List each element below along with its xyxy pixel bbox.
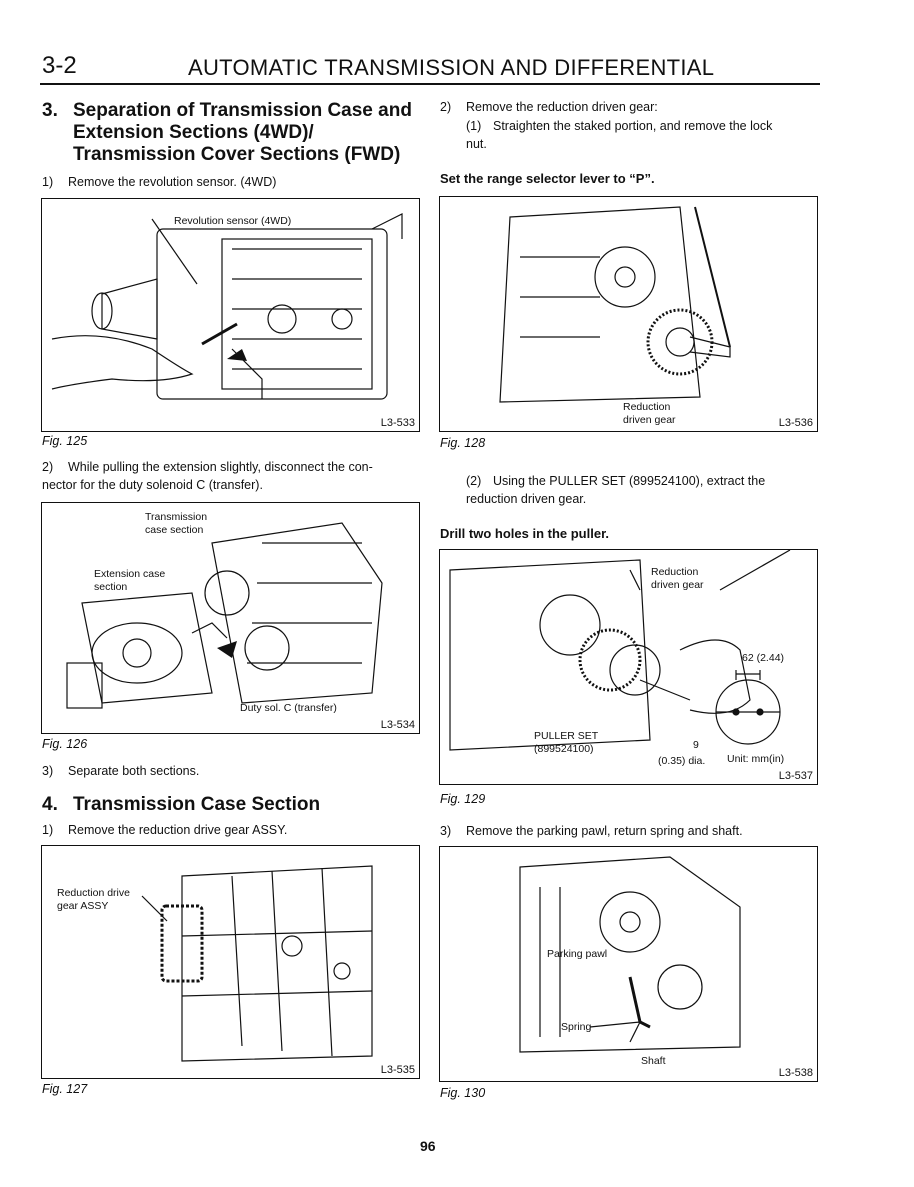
label-reduction-driven-129-line2: driven gear: [651, 579, 704, 591]
label-reduction-drive-line2: gear ASSY: [57, 900, 109, 912]
page-title: AUTOMATIC TRANSMISSION AND DIFFERENTIAL: [188, 55, 715, 80]
label-spring: Spring: [561, 1021, 592, 1033]
label-reduction-drive-line1: Reduction drive: [57, 887, 130, 899]
step-2-number: 2): [42, 460, 54, 474]
step-2-text-line1: While pulling the extension slightly, di…: [68, 460, 373, 474]
figure-128-caption: Fig. 128: [440, 436, 486, 450]
step-4-1-text: Remove the reduction drive gear ASSY.: [68, 823, 288, 837]
section-3-title-line1: Separation of Transmission Case and: [73, 100, 412, 121]
figure-127-caption: Fig. 127: [42, 1082, 88, 1096]
figure-126: Transmission case section Extension case…: [41, 502, 420, 734]
step-4-1-number: 1): [42, 823, 54, 837]
label-dimension-62: 62 (2.44): [742, 652, 785, 664]
label-duty-sol: Duty sol. C (transfer): [240, 702, 337, 714]
figure-127-illustration: [141, 865, 373, 1062]
figure-127-code: L3-535: [380, 1064, 415, 1076]
figure-130: Parking pawl Spring Shaft L3-538: [439, 846, 818, 1082]
figure-128-code: L3-536: [778, 417, 813, 429]
note-range-selector: Set the range selector lever to “P”.: [440, 171, 655, 186]
figure-126-code: L3-534: [380, 719, 415, 731]
figure-128: Reduction driven gear L3-536: [439, 196, 818, 432]
label-puller-set-line1: PULLER SET: [534, 730, 599, 742]
label-reduction-driven-line1: Reduction: [623, 401, 671, 413]
step-1-number: 1): [42, 175, 54, 189]
label-transmission-line1: Transmission: [145, 511, 208, 523]
figure-125-caption: Fig. 125: [42, 434, 88, 448]
note-drill-holes: Drill two holes in the puller.: [440, 526, 610, 541]
right-step-2-text: Remove the reduction driven gear:: [466, 100, 658, 114]
sub-1-text-line1: Straighten the staked portion, and remov…: [493, 119, 773, 133]
step-1-text: Remove the revolution sensor. (4WD): [68, 175, 277, 189]
label-transmission-line2: case section: [145, 524, 204, 536]
sub-1-number: (1): [466, 119, 482, 133]
label-reduction-driven-129-line1: Reduction: [651, 566, 699, 578]
step-2-text-line2: nector for the duty solenoid C (transfer…: [42, 478, 263, 492]
label-extension-line1: Extension case: [94, 568, 166, 580]
label-extension-line2: section: [94, 581, 128, 593]
label-hole-dia: (0.35) dia.: [658, 755, 706, 767]
page-number: 96: [420, 1138, 436, 1154]
figure-129: Reduction driven gear 62 (2.44) PULLER S…: [439, 549, 818, 785]
figure-125-code: L3-533: [380, 417, 415, 429]
label-revolution-sensor: Revolution sensor (4WD): [174, 215, 292, 227]
section-3-title-line2: Extension Sections (4WD)/: [73, 122, 314, 143]
section-4-number: 4.: [42, 794, 58, 815]
section-4-title: Transmission Case Section: [73, 794, 321, 815]
section-3-title-line3: Transmission Cover Sections (FWD): [73, 144, 401, 165]
section-number: 3-2: [42, 52, 77, 79]
figure-126-caption: Fig. 126: [42, 737, 88, 751]
section-3-number: 3.: [42, 100, 58, 121]
figure-129-caption: Fig. 129: [440, 792, 486, 806]
right-step-3-number: 3): [440, 824, 452, 838]
figure-128-illustration: [499, 206, 731, 403]
figure-127: Reduction drive gear ASSY L3-535: [41, 845, 420, 1079]
sub-1-text-line2: nut.: [466, 137, 487, 151]
figure-130-illustration: [519, 856, 741, 1053]
figure-125-illustration: [51, 213, 403, 400]
label-shaft: Shaft: [641, 1055, 666, 1067]
figure-129-code: L3-537: [778, 770, 813, 782]
figure-126-illustration: [66, 522, 383, 709]
sub-2-number: (2): [466, 474, 482, 488]
sub-2-text-line2: reduction driven gear.: [466, 492, 587, 506]
right-step-2-number: 2): [440, 100, 452, 114]
label-reduction-driven-line2: driven gear: [623, 414, 676, 426]
label-parking-pawl: Parking pawl: [547, 948, 608, 960]
label-hole-9: 9: [693, 739, 699, 751]
right-step-3-text: Remove the parking pawl, return spring a…: [466, 824, 743, 838]
label-puller-set-line2: (899524100): [534, 743, 594, 755]
figure-130-code: L3-538: [778, 1067, 813, 1079]
step-3-text: Separate both sections.: [68, 764, 200, 778]
sub-2-text-line1: Using the PULLER SET (899524100), extrac…: [493, 474, 766, 488]
figure-125: Revolution sensor (4WD) L3-533: [41, 198, 420, 432]
figure-129-illustration: [449, 550, 791, 751]
figure-130-caption: Fig. 130: [440, 1086, 486, 1100]
label-unit: Unit: mm(in): [727, 753, 785, 765]
step-3-number: 3): [42, 764, 54, 778]
header-rule: [40, 83, 820, 85]
